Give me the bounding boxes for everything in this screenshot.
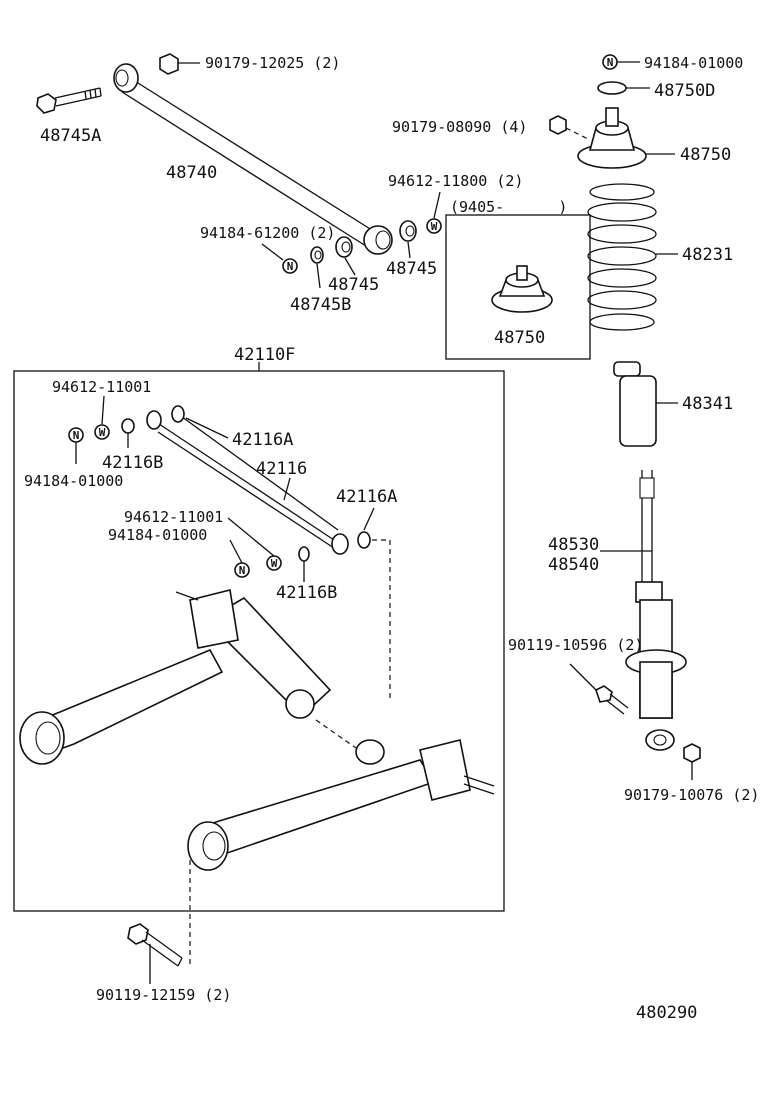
bolt-48745a-drawing xyxy=(36,87,102,114)
label-48745-a: 48745 xyxy=(328,275,379,295)
label-42116: 42116 xyxy=(256,459,307,479)
label-48530: 48530 xyxy=(548,535,599,555)
shock-absorber-48530 xyxy=(569,470,701,780)
axle-beam-drawing xyxy=(19,589,495,964)
label-48341: 48341 xyxy=(682,394,733,414)
label-42116b-b: 42116B xyxy=(276,583,337,603)
label-48231: 48231 xyxy=(682,245,733,265)
washer-94612-11800-drawing: W xyxy=(426,191,442,234)
label-90119-10596: 90119-10596 (2) xyxy=(508,636,643,654)
svg-text:N: N xyxy=(239,564,246,577)
label-48745-b: 48745 xyxy=(386,259,437,279)
label-date-range: (9405- ) xyxy=(450,198,567,216)
lateral-control-rod xyxy=(113,63,393,255)
svg-text:W: W xyxy=(431,220,438,233)
diagram-id: 480290 xyxy=(636,1003,697,1023)
bushing-48745-drawings xyxy=(310,220,417,289)
label-90179-08090: 90179-08090 (4) xyxy=(392,118,527,136)
label-94612-11001-a: 94612-11001 xyxy=(52,378,151,396)
label-42116a-a: 42116A xyxy=(232,430,293,450)
label-42110f: 42110F xyxy=(234,345,295,365)
label-94184-01000-top: 94184-01000 xyxy=(644,54,743,72)
label-94184-61200: 94184-61200 (2) xyxy=(200,224,335,242)
svg-text:N: N xyxy=(287,260,294,273)
nut-94184-61200-drawing: N xyxy=(261,243,298,274)
svg-text:W: W xyxy=(271,557,278,570)
rear-axle-beam-box xyxy=(13,362,505,912)
label-42116a-b: 42116A xyxy=(336,487,397,507)
label-90179-10076: 90179-10076 (2) xyxy=(624,786,759,804)
bolt-90119-12159-drawing xyxy=(127,923,183,984)
label-48745b: 48745B xyxy=(290,295,351,315)
label-42116b-a: 42116B xyxy=(102,453,163,473)
label-94184-01000-a: 94184-01000 xyxy=(24,472,123,490)
nut-90179-12025-drawing xyxy=(159,53,200,75)
label-48540: 48540 xyxy=(548,555,599,575)
coil-spring-48231 xyxy=(587,183,678,331)
bump-stopper-48341 xyxy=(613,361,678,447)
svg-text:W: W xyxy=(99,426,106,439)
label-94612-11800: 94612-11800 (2) xyxy=(388,172,523,190)
upper-support-stack: N xyxy=(549,54,675,169)
label-48750: 48750 xyxy=(680,145,731,165)
label-94612-11001-b: 94612-11001 xyxy=(124,508,223,526)
label-90179-12025: 90179-12025 (2) xyxy=(205,54,340,72)
label-94184-01000-b: 94184-01000 xyxy=(108,526,207,544)
svg-text:N: N xyxy=(73,429,80,442)
svg-text:N: N xyxy=(607,56,614,69)
label-48740: 48740 xyxy=(166,163,217,183)
inset-box-9405 xyxy=(445,214,591,360)
label-48750d: 48750D xyxy=(654,81,715,101)
lateral-rod-42116-drawing: W N W N xyxy=(68,395,391,700)
label-90119-12159: 90119-12159 (2) xyxy=(96,986,231,1004)
label-48750-inset: 48750 xyxy=(494,328,545,348)
label-48745a: 48745A xyxy=(40,126,101,146)
